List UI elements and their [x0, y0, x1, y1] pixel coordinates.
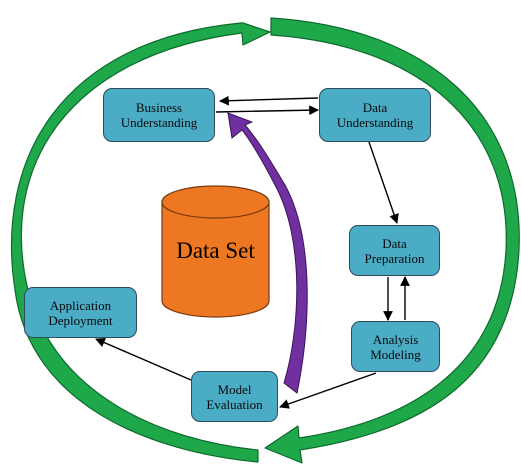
node-data-preparation[interactable]: Data Preparation [349, 225, 440, 276]
edge-dataund-to-business [219, 95, 319, 106]
dataset-cylinder [161, 185, 270, 318]
dataset-label: Data Set [176, 238, 255, 263]
node-model-evaluation[interactable]: Model Evaluation [191, 371, 278, 422]
edge-analysis-to-evaluation [279, 372, 377, 409]
edge-evaluation-to-deployment [95, 337, 192, 381]
cycle-arrow-left [11, 22, 271, 463]
edge-dataund-to-dataprep [368, 141, 399, 224]
feedback-arrow [227, 112, 308, 394]
node-application-deployment[interactable]: Application Deployment [24, 287, 137, 338]
node-data-understanding[interactable]: Data Understanding [319, 88, 431, 142]
edge-business-to-dataund [215, 105, 319, 116]
node-business-understanding[interactable]: Business Understanding [103, 88, 215, 142]
cycle-arrow-right [264, 17, 520, 464]
node-analysis-modeling[interactable]: Analysis Modeling [351, 321, 440, 372]
